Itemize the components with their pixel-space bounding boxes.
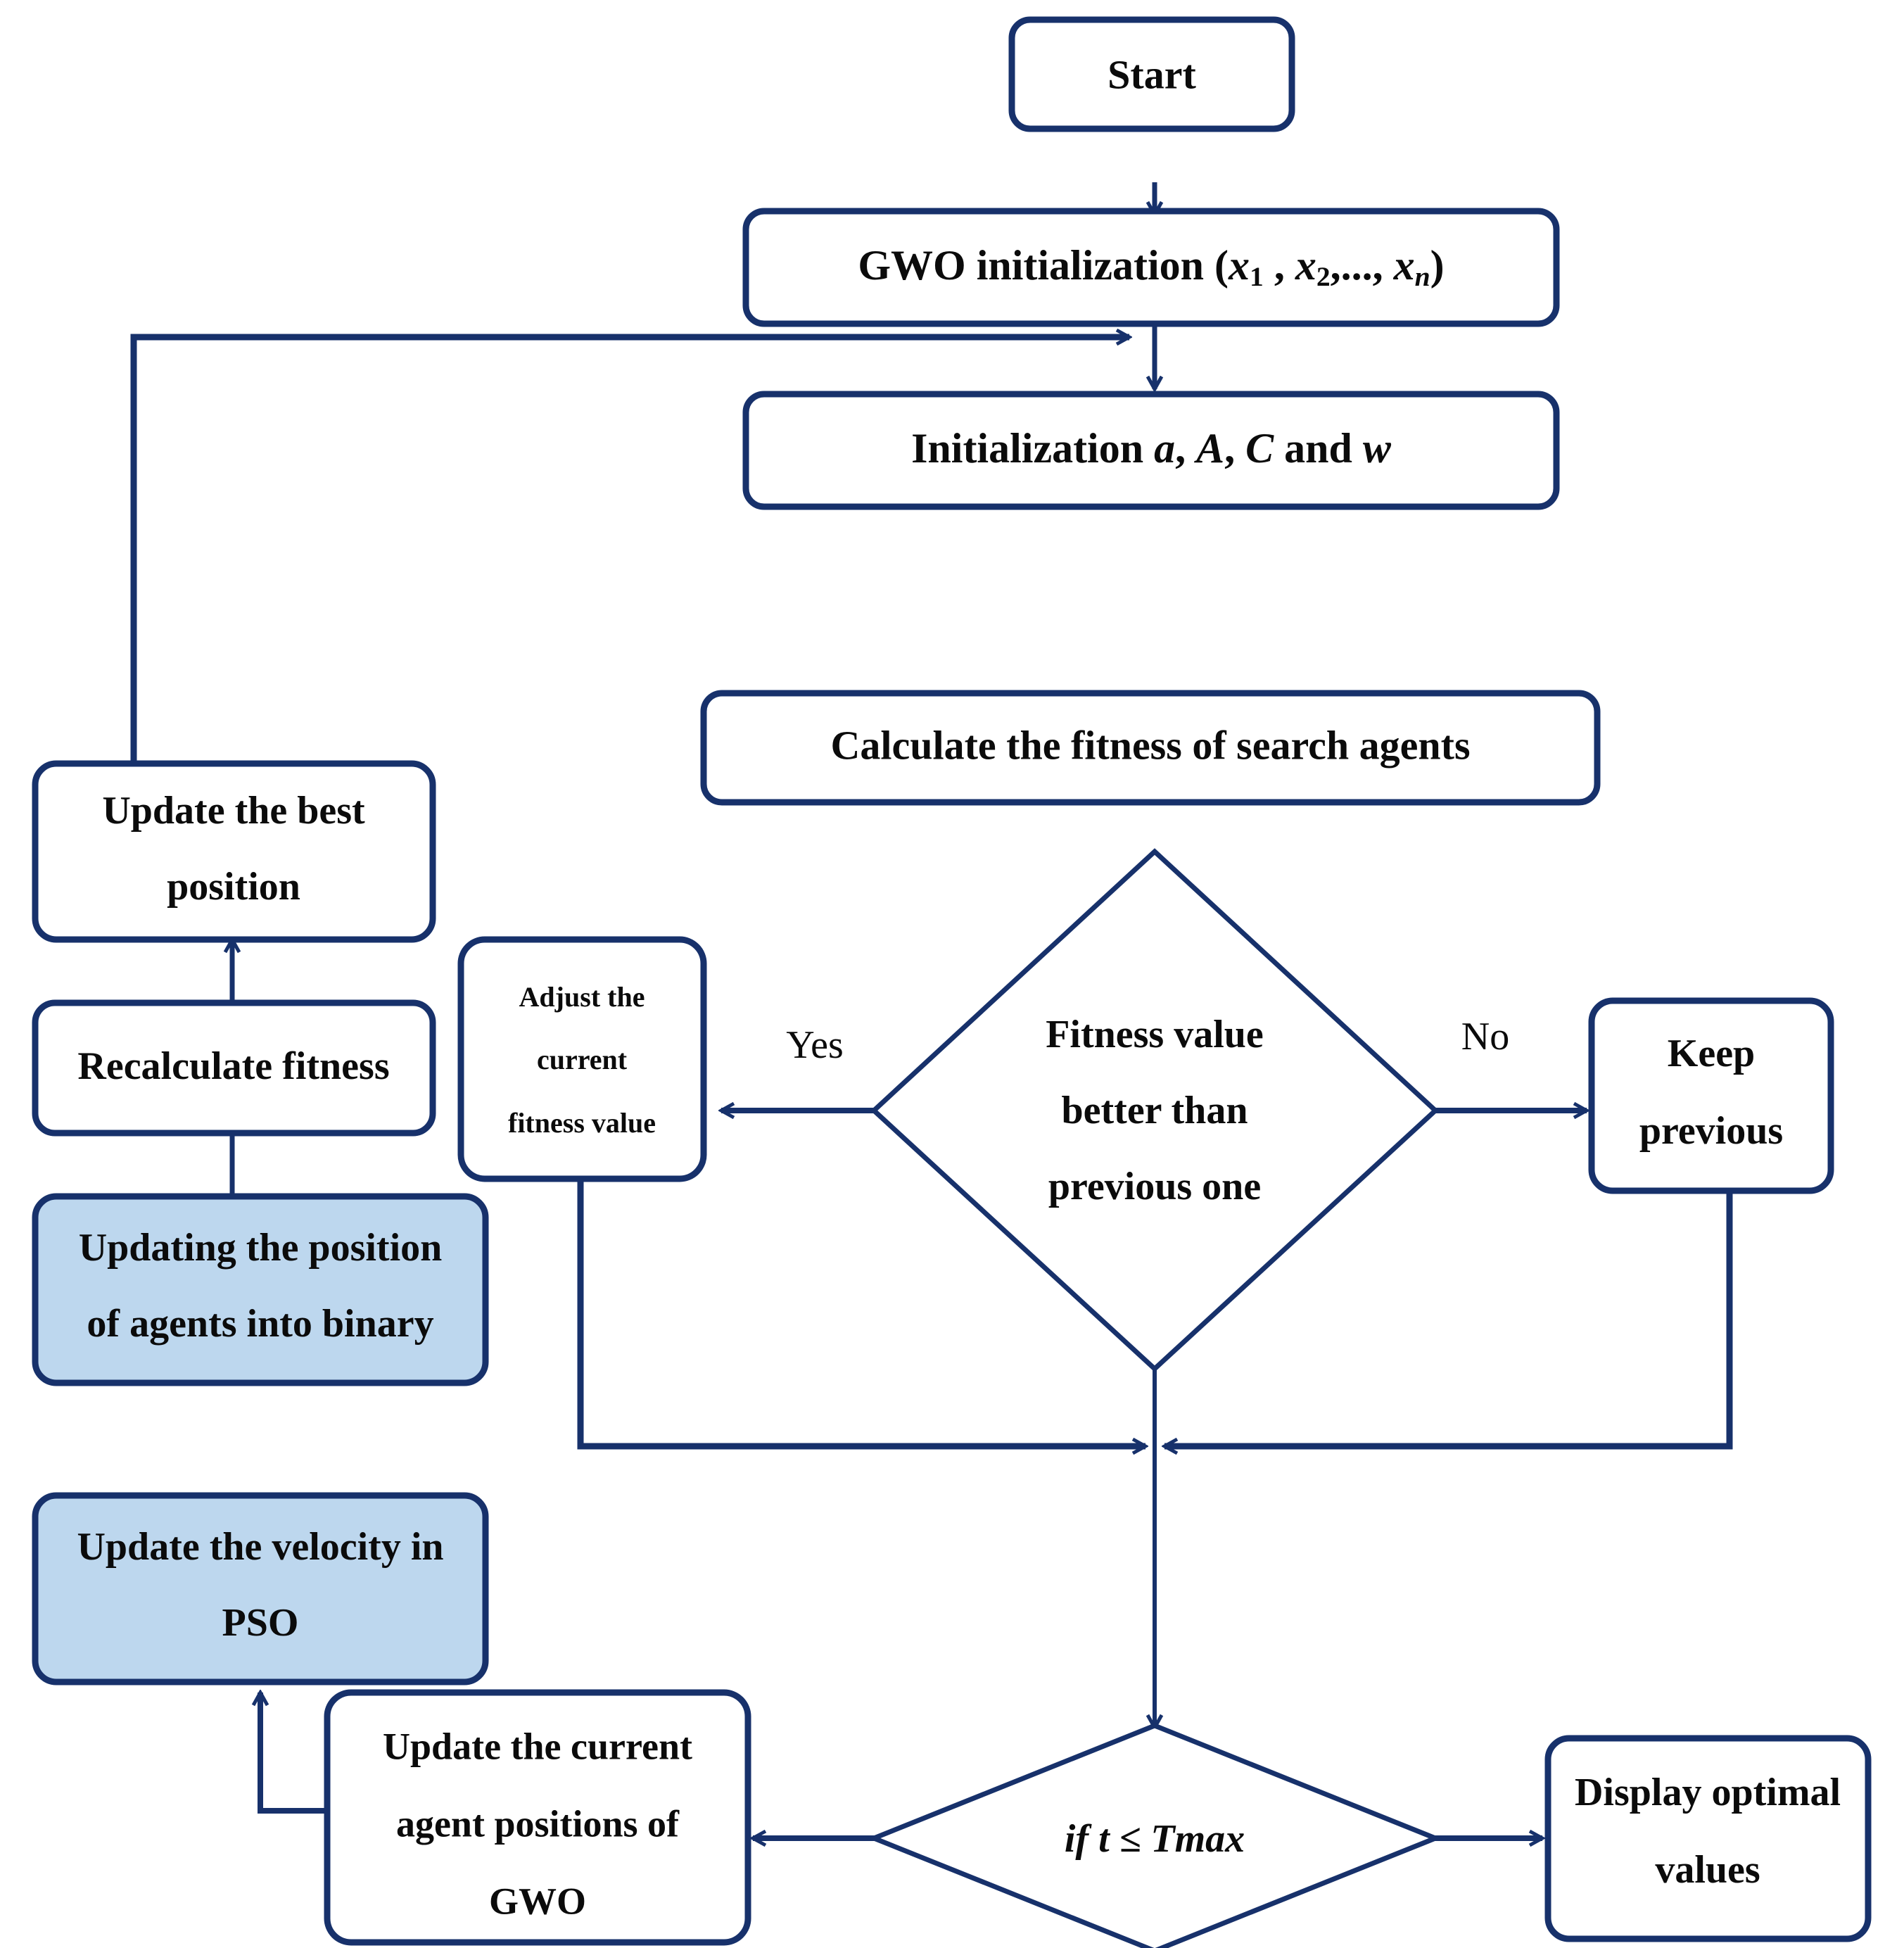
- recalculate-fitness-box[interactable]: [32, 999, 436, 1137]
- update-best-position-box[interactable]: [32, 760, 436, 943]
- calculate-fitness-box[interactable]: [700, 690, 1601, 806]
- node-update-velocity-pso[interactable]: Update the velocity in PSO: [32, 1492, 489, 1685]
- keep-previous-box[interactable]: [1588, 997, 1834, 1194]
- node-update-gwo-positions[interactable]: Update the current agent positions of GW…: [324, 1689, 751, 1946]
- update-gwo-line-3: GWO: [489, 1880, 586, 1922]
- display-optimal-line-1: Display optimal: [1575, 1771, 1841, 1814]
- update-position-binary-box[interactable]: [32, 1193, 489, 1386]
- tmax-decision-label: if t ≤ Tmax: [1065, 1817, 1245, 1861]
- node-update-position-binary[interactable]: Updating the position of agents into bin…: [32, 1193, 489, 1386]
- edge-keep-previous-to-junction: [1164, 1189, 1733, 1446]
- node-display-optimal-values[interactable]: Display optimal values: [1544, 1735, 1872, 1942]
- calculate-fitness-label: Calculate the fitness of search agents: [830, 722, 1470, 768]
- update-binary-line-1: Updating the position: [79, 1226, 443, 1270]
- start-label: Start: [1108, 51, 1196, 97]
- adjust-current-fitness-box[interactable]: [457, 936, 707, 1182]
- gwo-initialization-box[interactable]: [742, 208, 1560, 327]
- edge-adjust-to-junction: [577, 1177, 1145, 1446]
- start-box[interactable]: [1008, 16, 1295, 132]
- adjust-fitness-line-2: current: [537, 1044, 628, 1075]
- node-keep-previous[interactable]: Keep previous: [1588, 997, 1834, 1194]
- node-parameter-initialization[interactable]: Initialization a, A, C and w: [742, 391, 1560, 510]
- edge-label-no: No: [1461, 1015, 1509, 1058]
- parameter-initialization-label: Initialization a, A, C and w: [911, 425, 1392, 472]
- update-velocity-pso-box[interactable]: [32, 1492, 489, 1685]
- node-calculate-fitness[interactable]: Calculate the fitness of search agents: [700, 690, 1601, 806]
- adjust-fitness-line-1: Adjust the: [519, 981, 645, 1013]
- node-adjust-current-fitness[interactable]: Adjust the current fitness value: [457, 936, 707, 1182]
- node-update-best-position[interactable]: Update the best position: [32, 760, 436, 943]
- fitness-decision-diamond[interactable]: [870, 848, 1440, 1372]
- update-gwo-positions-box[interactable]: [324, 1689, 751, 1946]
- update-gwo-line-2: agent positions of: [396, 1802, 680, 1845]
- update-best-line-1: Update the best: [102, 789, 365, 833]
- node-recalculate-fitness[interactable]: Recalculate fitness: [32, 999, 436, 1137]
- recalculate-fitness-label: Recalculate fitness: [77, 1044, 389, 1088]
- update-binary-line-2: of agents into binary: [87, 1302, 433, 1346]
- node-fitness-decision[interactable]: Fitness value better than previous one: [870, 848, 1440, 1372]
- fitness-decision-line-2: better than: [1062, 1089, 1248, 1132]
- fitness-decision-line-1: Fitness value: [1046, 1013, 1264, 1056]
- fitness-decision-line-3: previous one: [1048, 1165, 1261, 1208]
- node-gwo-initialization[interactable]: GWO initialization (x1 , x2,..., xn): [742, 208, 1560, 327]
- tmax-decision-diamond[interactable]: [867, 1723, 1442, 1948]
- edge-update-gwo-to-velocity: [260, 1693, 331, 1814]
- update-velocity-line-1: Update the velocity in: [77, 1525, 443, 1569]
- display-optimal-line-2: values: [1655, 1848, 1760, 1892]
- keep-previous-line-1: Keep: [1668, 1032, 1755, 1075]
- node-start[interactable]: Start: [1008, 16, 1295, 132]
- update-gwo-line-1: Update the current: [383, 1725, 692, 1767]
- update-velocity-line-2: PSO: [222, 1601, 299, 1645]
- display-optimal-values-box[interactable]: [1544, 1735, 1872, 1942]
- adjust-fitness-line-3: fitness value: [508, 1107, 656, 1139]
- parameter-initialization-box[interactable]: [742, 391, 1560, 510]
- edge-label-yes: Yes: [786, 1023, 843, 1067]
- gwo-initialization-label: GWO initialization (x1 , x2,..., xn): [858, 242, 1444, 292]
- update-best-line-2: position: [167, 865, 300, 909]
- edge-update-best-to-main-spine: [130, 337, 1129, 780]
- connector-group: [130, 73, 1733, 1838]
- keep-previous-line-2: previous: [1639, 1109, 1783, 1153]
- node-tmax-decision[interactable]: if t ≤ Tmax: [867, 1723, 1442, 1948]
